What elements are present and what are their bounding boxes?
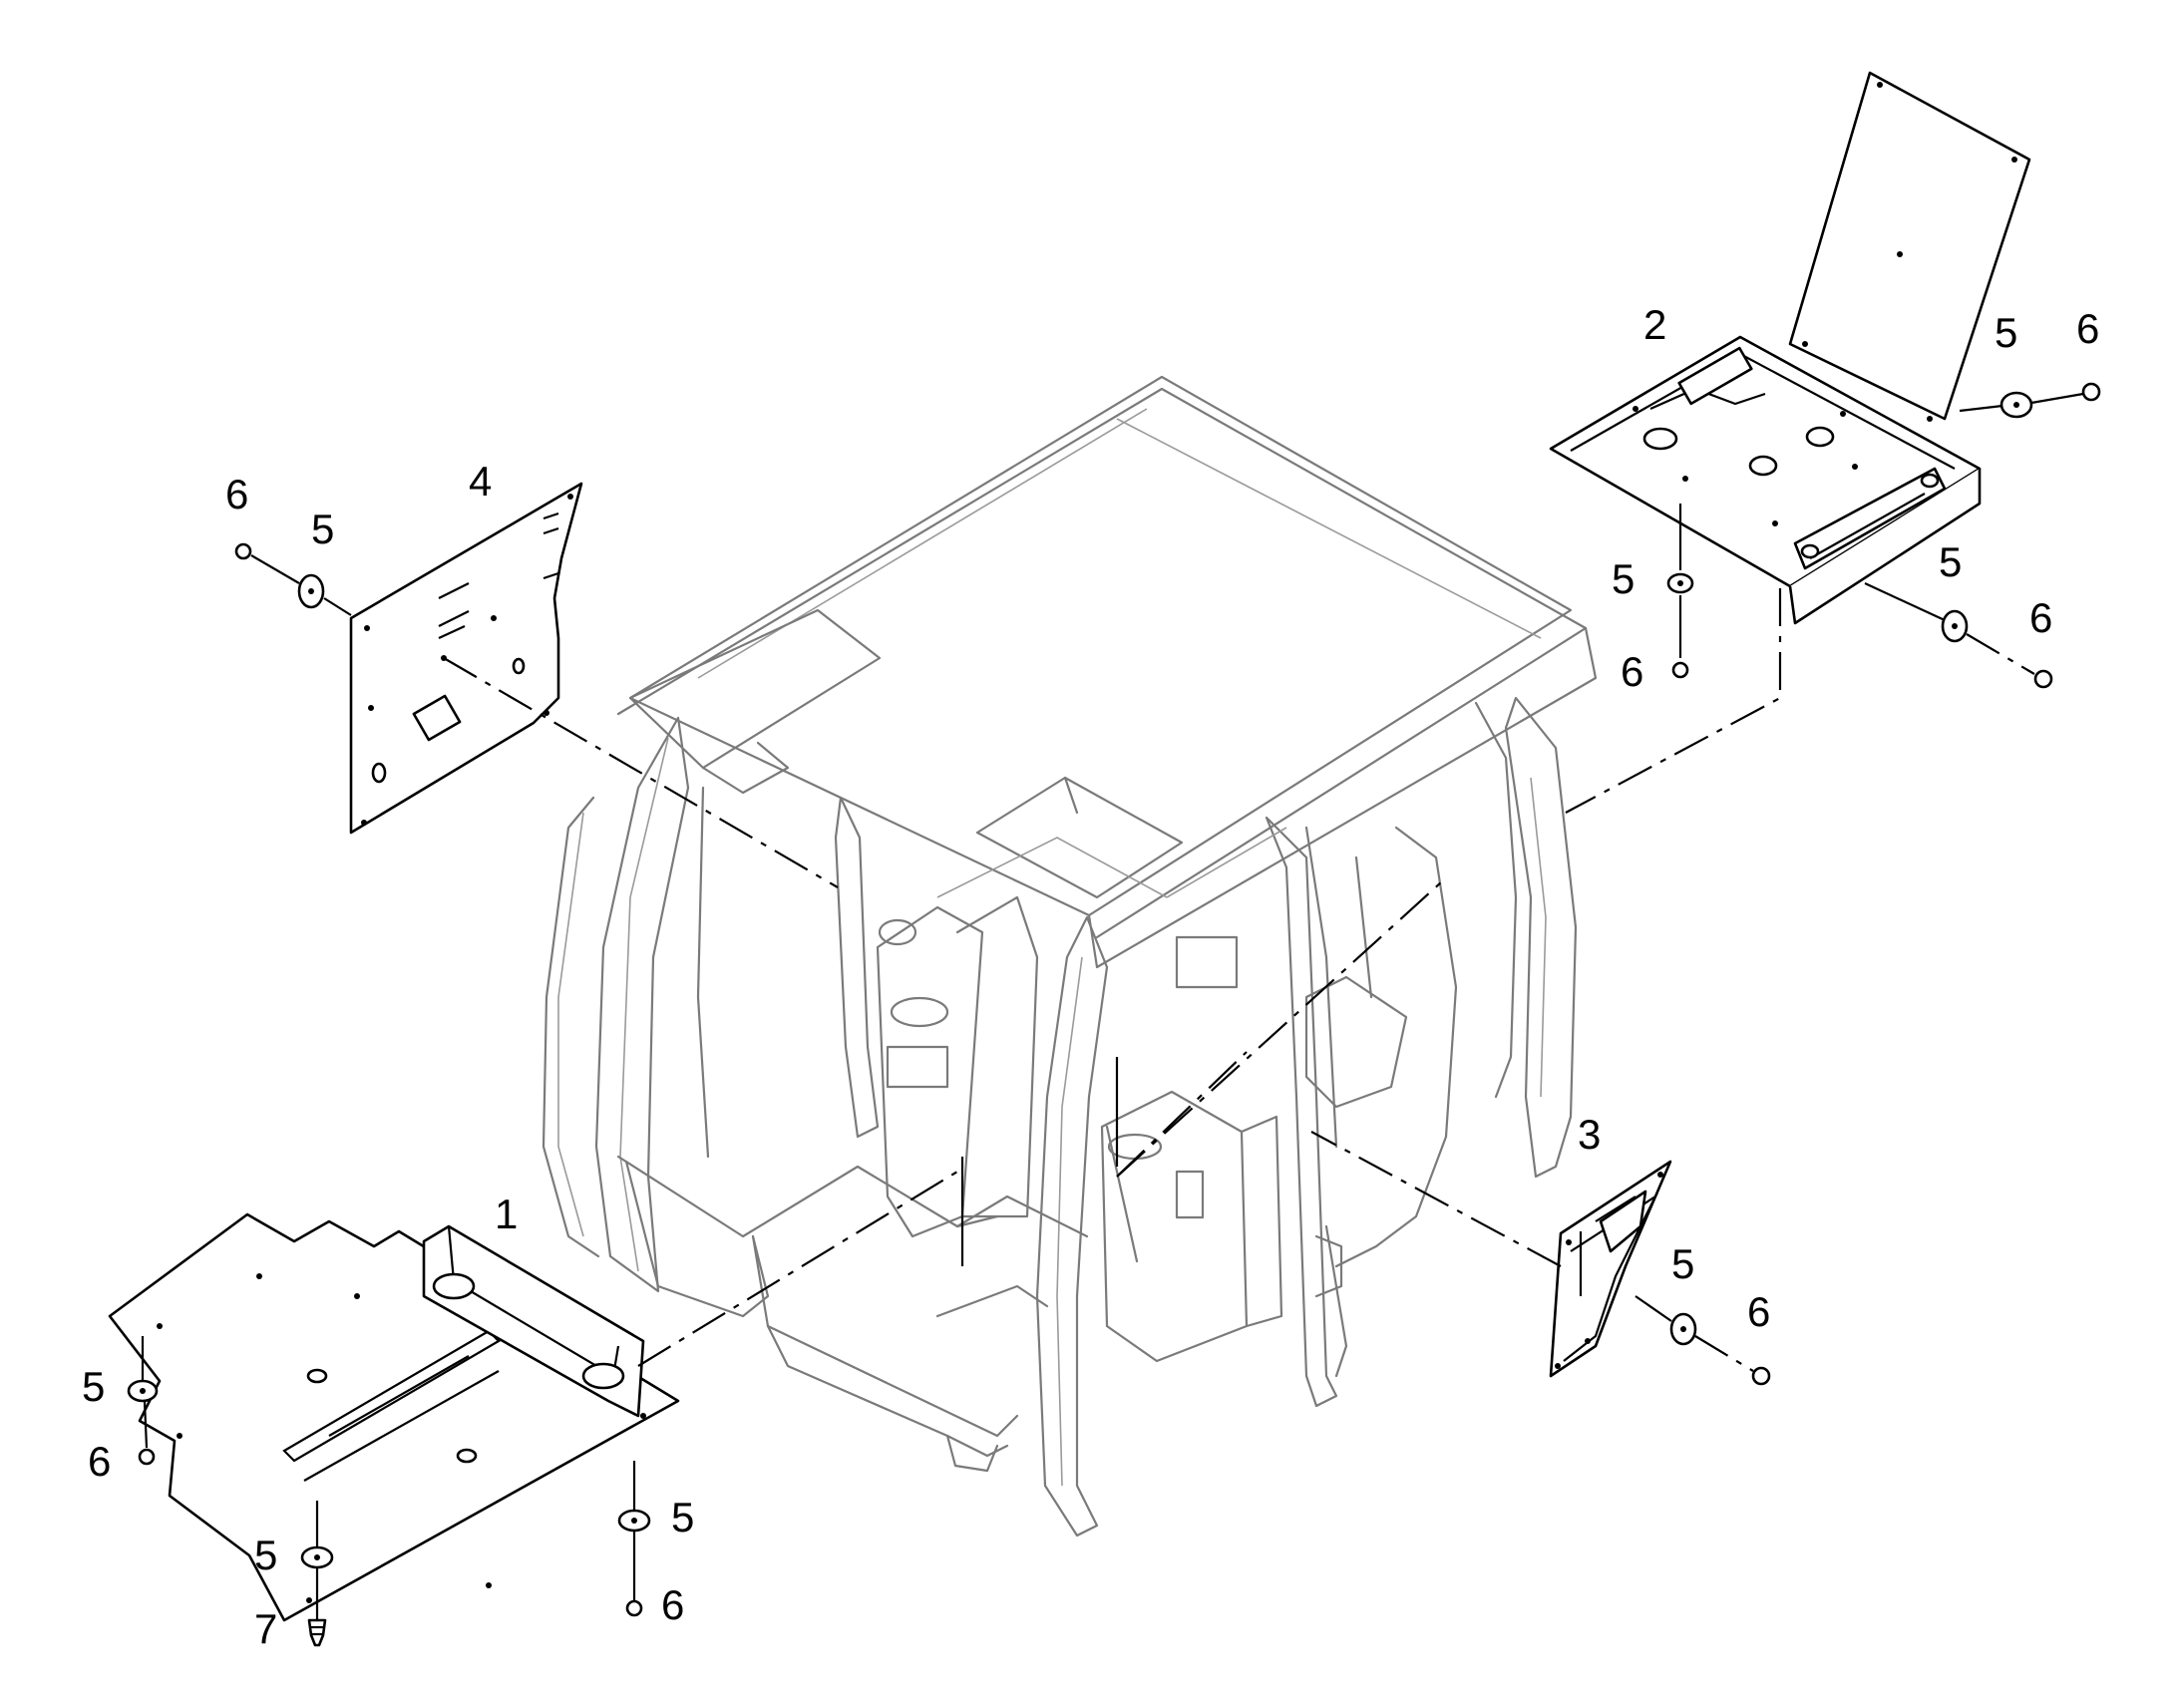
part-3-side-bracket: [1549, 1160, 1672, 1378]
callout-7: 7: [254, 1605, 277, 1652]
callout-5-part1-bottom: 5: [254, 1532, 277, 1578]
callout-6-part1-right: 6: [661, 1581, 684, 1628]
cab-frame: [542, 375, 1598, 1537]
callout-6-part2-bottom: 6: [1621, 648, 1643, 695]
callout-1: 1: [495, 1191, 518, 1237]
callout-5-part2-bottom: 5: [1612, 555, 1635, 602]
callout-6-part4: 6: [225, 471, 248, 517]
callout-2: 2: [1643, 301, 1666, 348]
callout-5-part2-right: 5: [1939, 538, 1962, 585]
callout-6-part1-left: 6: [88, 1438, 111, 1485]
callout-5-part3: 5: [1671, 1240, 1694, 1287]
callout-5-part1-right: 5: [671, 1494, 694, 1540]
callout-6-part2-top: 6: [2076, 305, 2099, 352]
callout-6-part3: 6: [1747, 1288, 1770, 1335]
part-1-floor-plate: [108, 1212, 680, 1622]
callout-5-part4: 5: [311, 506, 334, 552]
callout-5-part1-left: 5: [82, 1363, 105, 1410]
part-2-front-panel: [1549, 71, 2031, 625]
callout-5-part2-top: 5: [1995, 309, 2017, 356]
fasteners: [127, 382, 2101, 1647]
callout-6-part2-right: 6: [2029, 594, 2052, 641]
callout-3: 3: [1578, 1111, 1601, 1158]
part-4-rear-panel: [349, 482, 583, 835]
callout-labels: 1 2 3 4 5 6 5 6 5 6 5 6 5 6 5 6 5 6 5 7: [82, 301, 2099, 1652]
assembly-lines: [141, 392, 2084, 1619]
callout-4: 4: [469, 458, 492, 505]
